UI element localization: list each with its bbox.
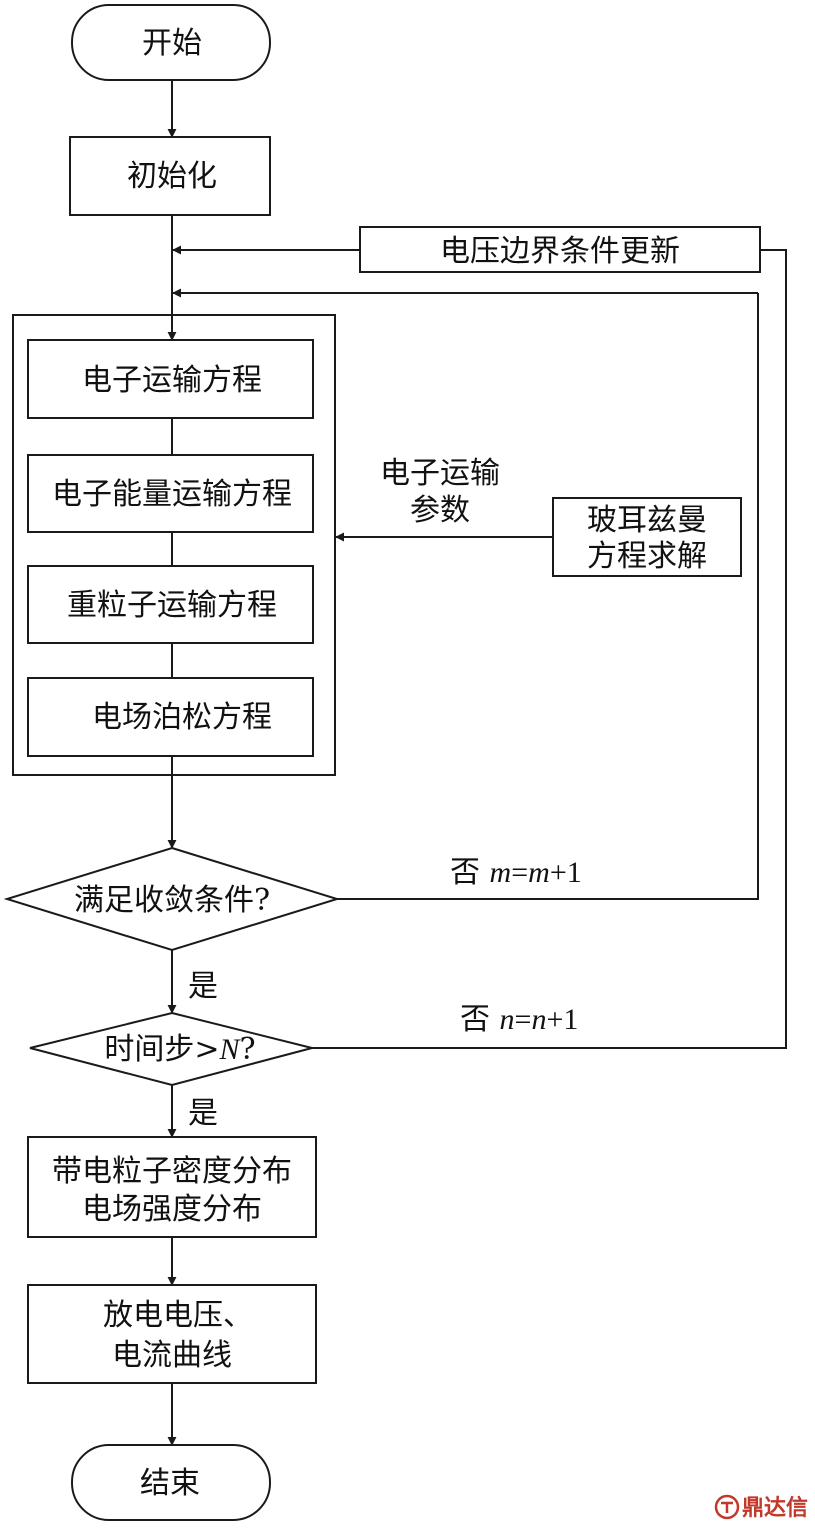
timestep-no-eq: =: [515, 1003, 532, 1036]
boltzmann-line-1: 玻耳兹曼: [587, 503, 707, 538]
voltage-update-label: 电压边界条件更新: [440, 234, 680, 269]
convergence-no-word: 否: [450, 855, 490, 890]
transport-params-line-1: 电子运输: [380, 456, 500, 491]
convergence-no-return: [337, 293, 759, 900]
electron-energy-box: 电子能量运输方程: [27, 454, 314, 533]
boltzmann-box: 玻耳兹曼 方程求解: [552, 497, 742, 577]
timestep-suffix: ?: [240, 1032, 256, 1067]
discharge-box: 放电电压、 电流曲线: [27, 1284, 317, 1384]
convergence-no-lhs: m: [490, 856, 512, 889]
discharge-line-2: 电流曲线: [112, 1338, 232, 1373]
connectors: [167, 80, 787, 1446]
timestep-no-word: 否: [460, 1002, 500, 1037]
timestep-no-return: [312, 249, 787, 1049]
watermark: 鼎达信: [714, 1494, 808, 1521]
start-label: 开始: [142, 26, 202, 61]
convergence-no-label: 否 m=m+1: [450, 855, 582, 890]
timestep-var: N: [219, 1033, 242, 1066]
poisson-label: 电场泊松方程: [92, 700, 272, 735]
transport-params-line-2: 参数: [410, 493, 470, 528]
boltzmann-line-2: 方程求解: [587, 539, 707, 574]
timestep-no-label: 否 n=n+1: [460, 1002, 578, 1037]
electron-energy-label: 电子能量运输方程: [52, 477, 292, 512]
timestep-no-rhs: n: [531, 1003, 546, 1036]
timestep-yes-label: 是: [188, 1096, 218, 1131]
timestep-no-lhs: n: [500, 1003, 515, 1036]
transport-params-label: 电子运输 参数: [380, 456, 500, 528]
convergence-no-inc: +1: [550, 856, 582, 889]
timestep-no-inc: +1: [546, 1003, 578, 1036]
poisson-box: 电场泊松方程: [27, 677, 314, 757]
convergence-decision: 满足收敛条件?: [3, 846, 341, 952]
electron-transport-label: 电子运输方程: [82, 363, 262, 398]
density-box: 带电粒子密度分布 电场强度分布: [27, 1136, 317, 1238]
init-box: 初始化: [69, 136, 271, 216]
end-label: 结束: [140, 1466, 200, 1501]
convergence-yes-label: 是: [188, 969, 218, 1004]
end-terminal: 结束: [71, 1444, 271, 1521]
heavy-particle-box: 重粒子运输方程: [27, 565, 314, 644]
timestep-prefix: 时间步>: [104, 1032, 219, 1067]
voltage-update-box: 电压边界条件更新: [359, 226, 761, 273]
convergence-label: 满足收敛条件?: [74, 883, 270, 918]
density-line-2: 电场强度分布: [82, 1192, 262, 1227]
iteration-loop-frame: [12, 314, 336, 776]
watermark-logo-mark: [721, 1501, 733, 1513]
timestep-label: 时间步>N?: [104, 1032, 255, 1067]
discharge-line-1: 放电电压、: [103, 1298, 253, 1333]
convergence-no-rhs: m: [528, 856, 550, 889]
start-terminal: 开始: [71, 4, 271, 81]
watermark-logo-icon: [714, 1494, 740, 1520]
convergence-no-eq: =: [511, 856, 528, 889]
init-label: 初始化: [127, 159, 217, 194]
watermark-text: 鼎达信: [742, 1495, 808, 1521]
heavy-particle-label: 重粒子运输方程: [67, 588, 277, 623]
density-line-1: 带电粒子密度分布: [52, 1154, 292, 1189]
timestep-decision: 时间步>N?: [29, 1011, 313, 1087]
electron-transport-box: 电子运输方程: [27, 339, 314, 419]
